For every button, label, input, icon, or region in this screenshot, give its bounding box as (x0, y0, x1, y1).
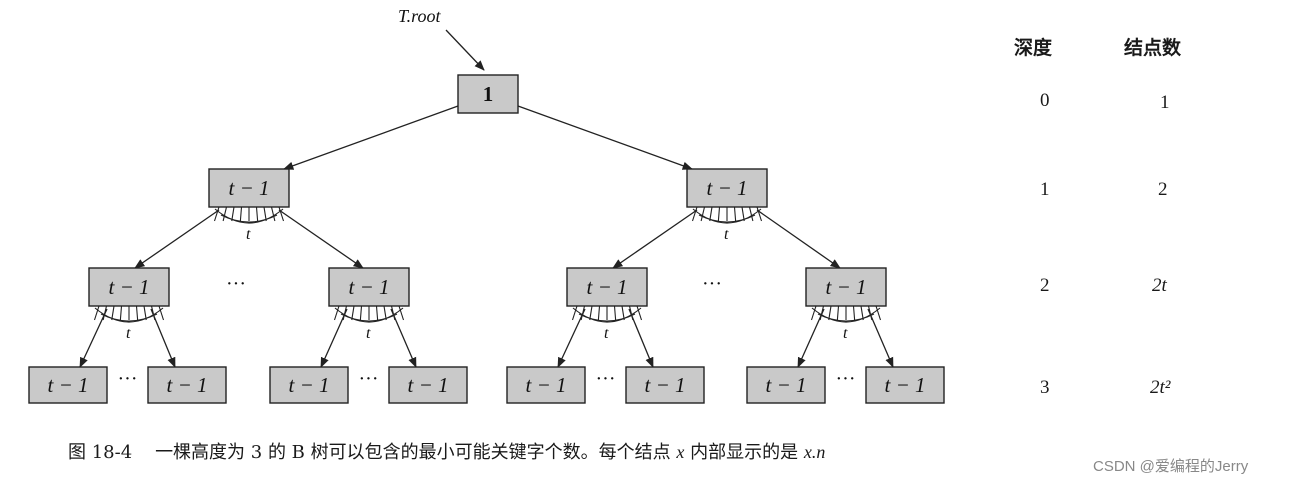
node-key-count: 1 (483, 82, 494, 106)
figure-caption: 图 18-4 一棵高度为 3 的 B 树可以包含的最小可能关键字个数。每个结点 … (68, 438, 825, 464)
depth-cell: 1 (1040, 179, 1050, 200)
root-pointer-label: T.root (398, 6, 442, 26)
ellipsis: ··· (702, 273, 722, 295)
child-edge (79, 308, 108, 368)
caption-text: 一棵高度为 3 的 B 树可以包含的最小可能关键字个数。每个结点 (155, 442, 671, 463)
root-node: 1 (457, 74, 519, 114)
child-pointer-fan: t (810, 305, 882, 342)
node-key-count: t − 1 (706, 176, 747, 200)
depth-cell: 0 (1040, 90, 1050, 111)
depth2-node: t − 1 (88, 267, 170, 307)
child-pointer-fan: t (213, 206, 285, 243)
root-pointer-arrow (445, 29, 485, 71)
ellipsis-group: ··· ··· ··· ··· ··· ··· (118, 273, 856, 390)
child-pointer-fan: t (333, 305, 405, 342)
depth-column-header: 深度 (1014, 37, 1053, 59)
caption-variable: x (676, 442, 685, 462)
depth3-node: t − 1 (865, 366, 945, 404)
depth1-node: t − 1 (208, 168, 290, 208)
node-key-count: t − 1 (108, 275, 149, 299)
depth-cell: 3 (1040, 377, 1050, 398)
branch-label: t (126, 325, 131, 342)
depth3-node: t − 1 (746, 366, 826, 404)
node-key-count: t − 1 (586, 275, 627, 299)
count-cell: 2t² (1150, 377, 1171, 398)
child-edge (756, 209, 841, 269)
watermark: CSDN @爱编程的Jerry (1093, 458, 1249, 475)
ellipsis: ··· (226, 273, 246, 295)
count-cell: 2 (1158, 179, 1168, 200)
child-edge (390, 308, 417, 368)
child-edge (320, 308, 348, 368)
depth3-node: t − 1 (28, 366, 108, 404)
node-key-count: t − 1 (348, 275, 389, 299)
node-key-count: t − 1 (884, 373, 925, 397)
ellipsis: ··· (118, 368, 138, 390)
node-key-count: t − 1 (825, 275, 866, 299)
child-edge (867, 308, 894, 368)
child-edge (557, 308, 586, 368)
depth3-node: t − 1 (506, 366, 586, 404)
ellipsis: ··· (836, 368, 856, 390)
caption-text-2: 内部显示的是 (690, 442, 799, 463)
count-cell: 1 (1160, 92, 1170, 113)
depth3-node: t − 1 (625, 366, 705, 404)
branch-label: t (843, 325, 848, 342)
node-key-count: t − 1 (765, 373, 806, 397)
node-key-count: t − 1 (288, 373, 329, 397)
child-edge (278, 209, 364, 269)
depth-cell: 2 (1040, 275, 1050, 296)
child-edge (134, 209, 220, 269)
child-edge (797, 308, 825, 368)
depth3-node: t − 1 (147, 366, 227, 404)
depth2-node: t − 1 (805, 267, 887, 307)
branch-label: t (724, 226, 729, 243)
depth2-node: t − 1 (328, 267, 410, 307)
node-key-count: t − 1 (166, 373, 207, 397)
node-count-column-header: 结点数 (1124, 37, 1182, 59)
depth3-node: t − 1 (269, 366, 349, 404)
depth3-node: t − 1 (388, 366, 468, 404)
child-fans: t t t t t t (93, 206, 882, 342)
figure-number: 图 18-4 (68, 442, 133, 463)
count-cell: 2t (1152, 275, 1167, 296)
tree-nodes: 1 t − 1 t − 1 t − 1 t − 1 t − 1 t − 1 t − 1 t − … (28, 74, 945, 404)
depth2-node: t − 1 (566, 267, 648, 307)
node-key-count: t − 1 (407, 373, 448, 397)
depth1-node: t − 1 (686, 168, 768, 208)
child-edge (283, 105, 459, 170)
ellipsis: ··· (596, 368, 616, 390)
node-key-count: t − 1 (47, 373, 88, 397)
ellipsis: ··· (359, 368, 379, 390)
node-key-count: t − 1 (644, 373, 685, 397)
node-key-count: t − 1 (228, 176, 269, 200)
branch-label: t (366, 325, 371, 342)
child-edge (517, 105, 693, 170)
child-edge (612, 209, 698, 269)
branch-label: t (246, 226, 251, 243)
tree-edges (79, 105, 894, 368)
node-key-count: t − 1 (525, 373, 566, 397)
child-pointer-fan: t (691, 206, 763, 243)
child-pointer-fan: t (93, 305, 165, 342)
caption-expression: x.n (803, 442, 826, 462)
child-pointer-fan: t (571, 305, 643, 342)
branch-label: t (604, 325, 609, 342)
